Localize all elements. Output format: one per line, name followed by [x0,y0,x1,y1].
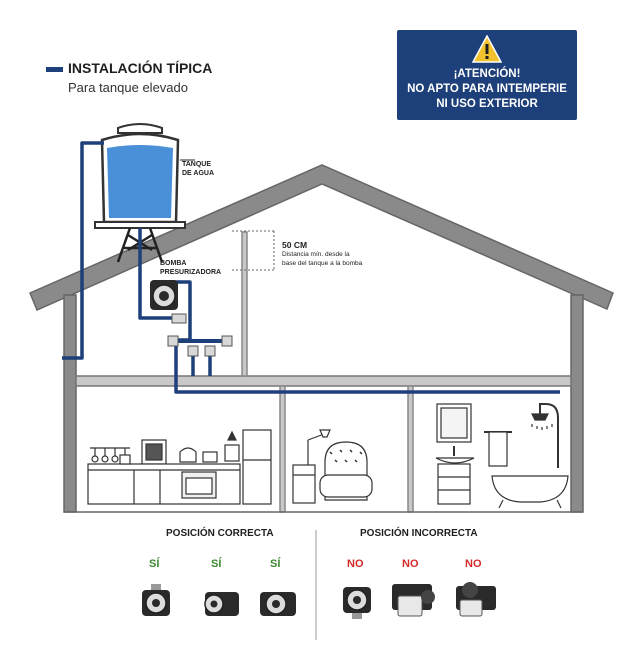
bathroom [435,403,569,509]
distance-desc-line-1: Distancia mín. desde la [282,251,350,258]
kitchen [87,429,272,505]
house-wall-right [570,294,584,513]
tank-label: TANQUE DE AGUA [182,160,214,178]
distance-marker [232,230,276,271]
house-roof [29,164,614,311]
incorrect-pump-3 [456,582,496,617]
correct-mark-3: SÍ [270,558,281,570]
pressure-pump [150,280,178,310]
incorrect-pump-2 [392,584,435,617]
page-subtitle: Para tanque elevado [68,80,188,95]
correct-pump-3 [260,592,296,616]
correct-mark-1: SÍ [149,558,160,570]
water-tank [94,123,195,263]
warning-box: ¡ATENCIÓN! NO APTO PARA INTEMPERIE NI US… [397,30,577,120]
house-ceiling-slab [75,375,572,387]
correct-pump-2 [204,592,239,616]
incorrect-position-title: POSICIÓN INCORRECTA [360,528,478,539]
tank-water [107,145,173,218]
room-divider-2 [407,385,414,513]
vent-pipe [62,141,104,360]
warning-heading: ¡ATENCIÓN! [453,68,521,80]
warning-line-2: NO APTO PARA INTEMPERIE [407,83,567,95]
tank-base [94,221,186,229]
living-room [292,429,373,504]
correct-mark-2: SÍ [211,558,222,570]
correct-pump-1 [142,584,170,616]
room-divider-1 [279,385,286,513]
pump-label-line-1: BOMBA [160,260,187,267]
distance-value: 50 CM [282,240,308,250]
tank-label-line-2: DE AGUA [182,170,215,177]
house [29,164,614,513]
fittings [167,313,233,357]
attic-post [241,231,248,377]
page-title: INSTALACIÓN TÍPICA [68,60,213,76]
warning-line-3: NI USO EXTERIOR [436,98,538,110]
tank-lid [117,123,163,134]
distance-desc-line-2: base del tanque a la bomba [282,260,363,267]
incorrect-pump-1 [343,587,371,619]
pump-label: BOMBA PRESURIZADORA [160,259,221,277]
pump-label-line-2: PRESURIZADORA [160,269,222,276]
pipes [62,141,560,394]
correct-position-title: POSICIÓN CORRECTA [166,528,274,539]
incorrect-mark-3: NO [465,558,482,570]
incorrect-mark-2: NO [402,558,419,570]
supply-pipe [138,228,172,320]
title-accent-bar [46,67,63,72]
warning-triangle-icon [472,35,502,63]
incorrect-mark-1: NO [347,558,364,570]
house-wall-left [63,294,77,513]
distance-description: Distancia mín. desde la base del tanque … [282,250,362,268]
tank-label-line-1: TANQUE [182,161,212,168]
